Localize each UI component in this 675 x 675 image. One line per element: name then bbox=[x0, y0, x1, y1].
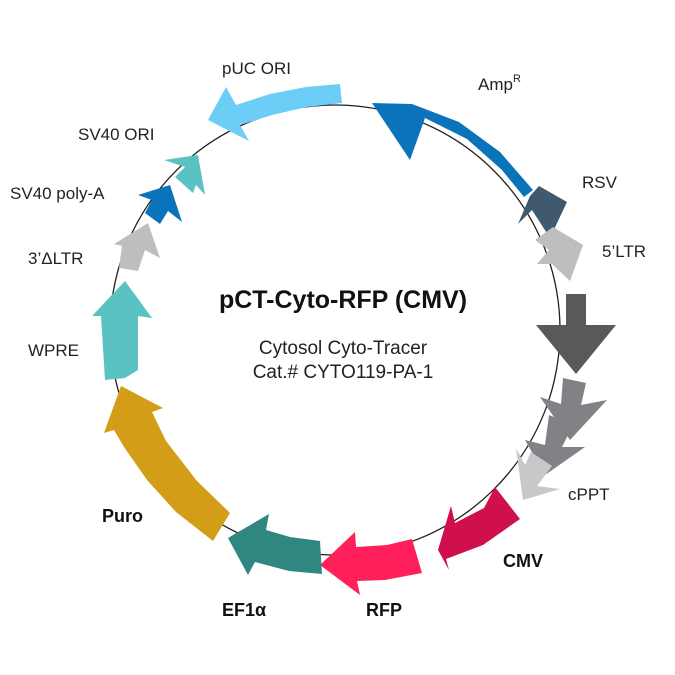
feature-arrow-rfp bbox=[320, 532, 422, 595]
label-puc: pUC ORI bbox=[222, 59, 291, 78]
feature-arrow-sv40pa bbox=[138, 185, 182, 224]
label-cppt: cPPT bbox=[568, 485, 610, 504]
label-sv40pa: SV40 poly-A bbox=[10, 184, 105, 203]
feature-arrow-ltr3 bbox=[114, 223, 160, 271]
feature-arrow-puc bbox=[208, 84, 342, 141]
plasmid-name: pCT-Cyto-RFP (CMV) bbox=[219, 286, 467, 314]
feature-arrow-rre bbox=[540, 378, 607, 440]
label-amp: AmpR bbox=[478, 73, 521, 94]
feature-arrow-ltr5 bbox=[535, 227, 583, 281]
label-rfp: RFP bbox=[366, 600, 402, 620]
label-wpre: WPRE bbox=[28, 341, 79, 360]
label-rsv: RSV bbox=[582, 173, 618, 192]
label-ltr3: 3’ΔLTR bbox=[28, 249, 83, 268]
feature-arrow-cmv bbox=[438, 487, 520, 570]
label-ltr5: 5’LTR bbox=[602, 242, 646, 261]
feature-arrow-amp bbox=[372, 103, 533, 197]
label-ef1a: EF1α bbox=[222, 600, 266, 620]
feature-arrow-rsv bbox=[518, 186, 567, 238]
label-sv40ori: SV40 ORI bbox=[78, 125, 155, 144]
label-puro: Puro bbox=[102, 506, 143, 526]
feature-arrow-sv40ori bbox=[164, 155, 205, 195]
feature-arrow-cppt bbox=[516, 448, 560, 500]
plasmid-subtitle: Cytosol Cyto-Tracer bbox=[259, 338, 428, 359]
label-cmv: CMV bbox=[503, 551, 543, 571]
plasmid-catalog: Cat.# CYTO119-PA-1 bbox=[253, 362, 434, 383]
feature-arrow-puro bbox=[104, 386, 230, 541]
feature-arrow-ef1a bbox=[228, 514, 322, 575]
feature-arrow-gag bbox=[536, 294, 616, 374]
feature-arrow-wpre bbox=[92, 281, 152, 380]
